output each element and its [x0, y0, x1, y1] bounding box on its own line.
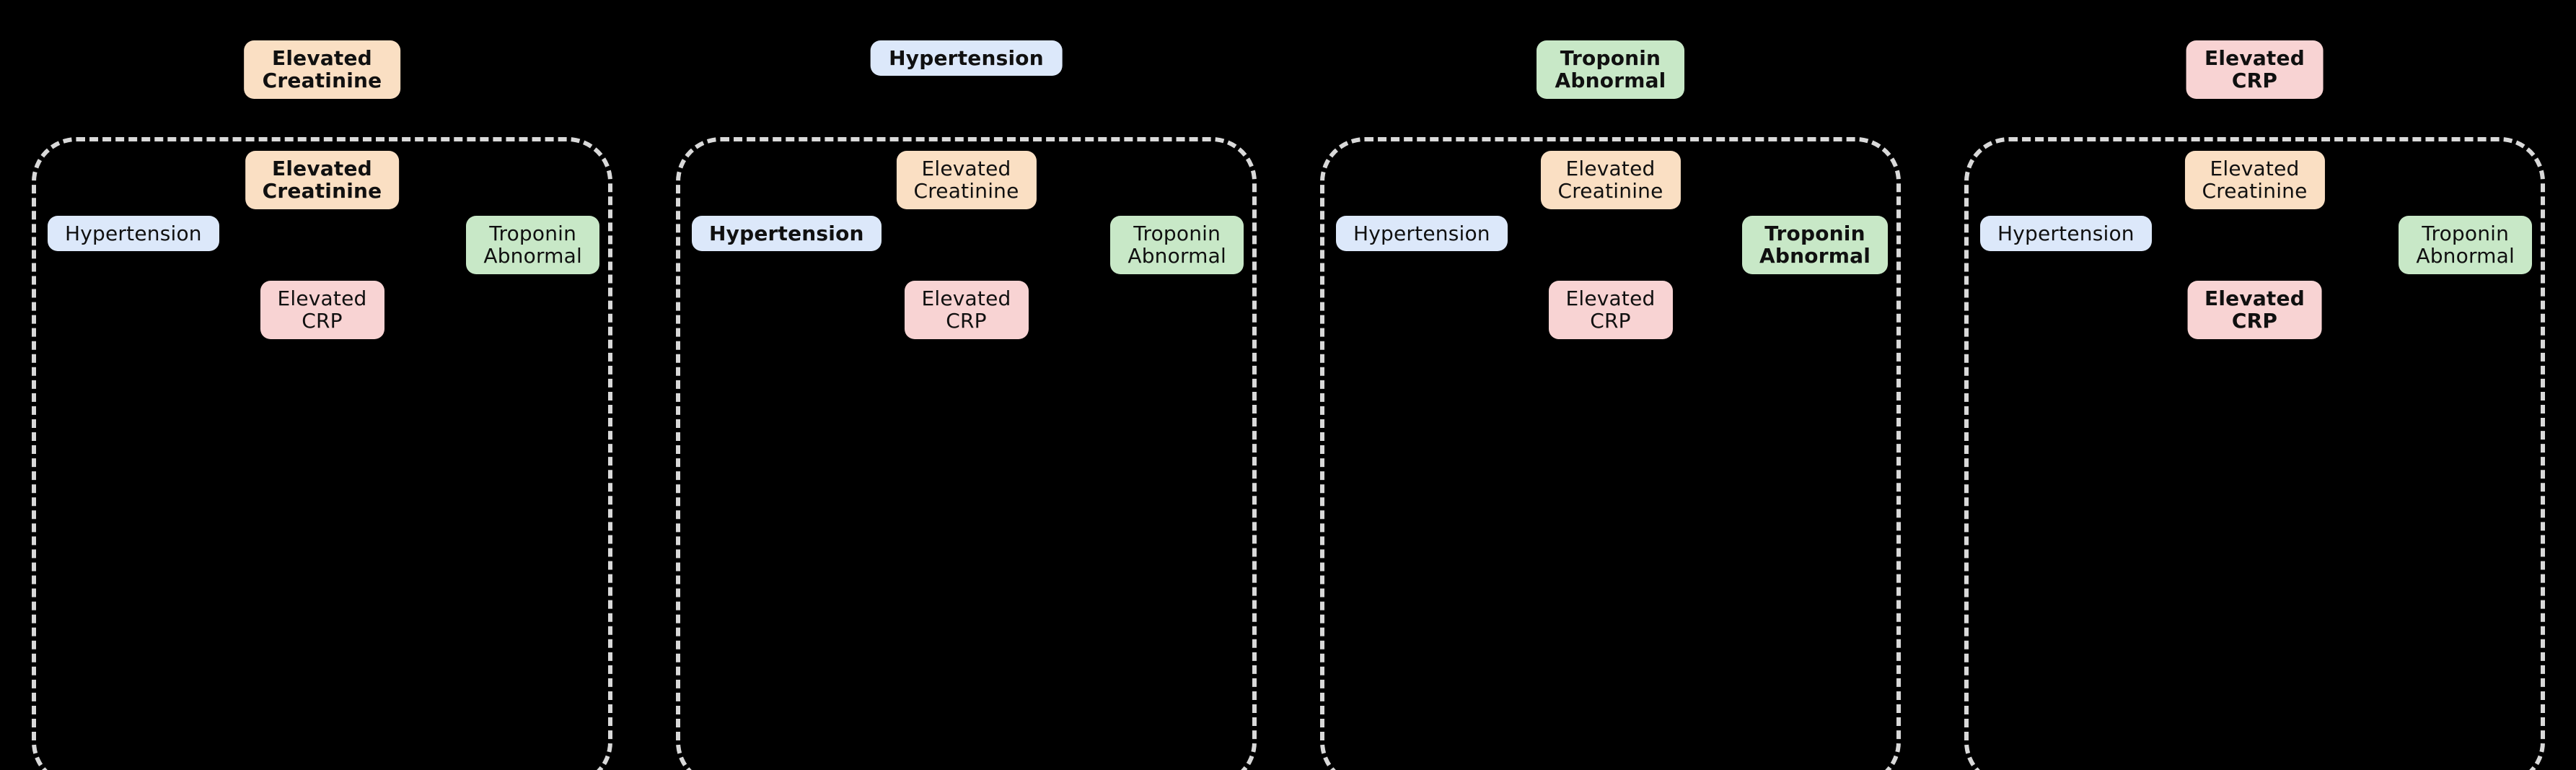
node-label-line2: Creatinine — [913, 179, 1019, 204]
node-label-line2: CRP — [2231, 69, 2278, 93]
finding-group-box — [32, 137, 612, 770]
node-label-line1: Troponin — [1764, 222, 1865, 245]
node-label-line1: Elevated — [277, 286, 367, 310]
node-label-line2: CRP — [946, 309, 987, 333]
node-label-line1: Elevated — [921, 286, 1011, 310]
node-label-line2: Abnormal — [1127, 244, 1226, 268]
node-label-line1: Elevated — [2204, 286, 2305, 310]
node-label-line2: CRP — [1590, 309, 1631, 333]
node-label-line1: Hypertension — [1997, 222, 2135, 245]
finding-group-box — [1320, 137, 1901, 770]
node-label-line1: Troponin — [1560, 46, 1661, 70]
node-label-line1: Elevated — [2210, 157, 2300, 180]
node-label-line1: Troponin — [489, 222, 577, 245]
node-label-line1: Elevated — [921, 157, 1011, 180]
node-label-line2: CRP — [302, 309, 343, 333]
node-label-line2: Abnormal — [1555, 69, 1666, 93]
node-label-line2: Creatinine — [262, 179, 382, 204]
node-label-line2: Abnormal — [2416, 244, 2515, 268]
node-label-line1: Troponin — [1133, 222, 1221, 245]
node-label-line2: CRP — [2231, 309, 2278, 333]
node-label-line2: Creatinine — [1557, 179, 1663, 204]
finding-node-hypertension[interactable]: Hypertension — [48, 216, 219, 252]
node-label-line1: Hypertension — [709, 222, 864, 245]
node-label-line1: Elevated — [1565, 286, 1656, 310]
node-label-line1: Hypertension — [1353, 222, 1490, 245]
node-label-line1: Elevated — [2204, 46, 2305, 70]
node-label-line1: Elevated — [272, 157, 372, 180]
node-label-line1: Troponin — [2422, 222, 2510, 245]
node-label-line1: Elevated — [1565, 157, 1656, 180]
node-label-line1: Hypertension — [889, 46, 1044, 70]
node-label-line1: Hypertension — [65, 222, 202, 245]
header-node-hypertension[interactable]: Hypertension — [870, 40, 1063, 76]
node-label-line2: Abnormal — [1759, 244, 1871, 268]
finding-node-hypertension[interactable]: Hypertension — [692, 216, 882, 252]
node-label-line2: Creatinine — [2202, 179, 2308, 204]
node-label-line2: Creatinine — [262, 69, 382, 93]
node-label-line2: Abnormal — [483, 244, 582, 268]
node-label-line1: Elevated — [272, 46, 372, 70]
finding-node-hypertension[interactable]: Hypertension — [1336, 216, 1508, 252]
finding-group-box — [1964, 137, 2545, 770]
finding-node-hypertension[interactable]: Hypertension — [1980, 216, 2152, 252]
finding-group-box — [676, 137, 1257, 770]
